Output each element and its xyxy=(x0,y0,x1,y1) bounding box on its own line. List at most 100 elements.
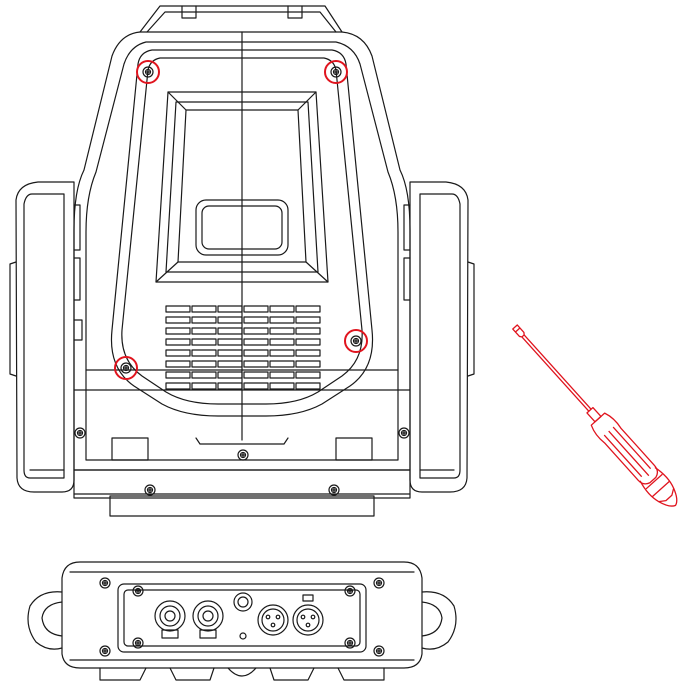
highlight-ring-top-left xyxy=(136,60,160,84)
ethernet-connector xyxy=(233,592,253,640)
vent-slot xyxy=(243,327,269,335)
screw-cross xyxy=(376,580,382,586)
highlight-ring-bottom-right xyxy=(344,329,368,353)
vent-slot xyxy=(217,349,243,357)
screw-cross xyxy=(135,640,141,646)
screw-top-left xyxy=(142,66,154,78)
vent-slot xyxy=(165,327,191,335)
vent-slot xyxy=(269,349,295,357)
vent-slot xyxy=(165,338,191,346)
vent-slot xyxy=(295,382,321,390)
highlight-ring-top-right xyxy=(324,60,348,84)
vent-slot xyxy=(191,349,217,357)
screw-cross xyxy=(102,648,108,654)
center-panel xyxy=(155,91,329,283)
vent-slot xyxy=(243,360,269,368)
screw-cross xyxy=(353,338,359,344)
screw xyxy=(398,427,410,439)
vent-slot xyxy=(165,371,191,379)
screw-bottom-left xyxy=(120,362,132,374)
vent-slot xyxy=(191,327,217,335)
screwdriver-icon xyxy=(512,324,678,507)
vent-grille xyxy=(165,305,321,390)
vent-slot xyxy=(269,382,295,390)
vent-slot xyxy=(165,349,191,357)
vent-slot xyxy=(165,305,191,313)
vent-slot xyxy=(243,349,269,357)
vent-slot xyxy=(191,382,217,390)
vent-slot xyxy=(269,316,295,324)
screw xyxy=(237,449,249,461)
vent-slot xyxy=(295,338,321,346)
vent-slot xyxy=(165,316,191,324)
screw-cross xyxy=(401,430,407,436)
vent-slot xyxy=(295,327,321,335)
right-yoke-arm xyxy=(403,181,475,493)
vent-slot xyxy=(243,338,269,346)
screw-cross xyxy=(77,430,83,436)
screw xyxy=(99,645,111,657)
screw-cross xyxy=(333,69,339,75)
screw xyxy=(132,637,144,649)
screw xyxy=(373,577,385,589)
vent-slot xyxy=(165,382,191,390)
vent-slot xyxy=(217,360,243,368)
vent-slot xyxy=(295,316,321,324)
screw-top-right xyxy=(330,66,342,78)
vent-slot xyxy=(191,338,217,346)
screw xyxy=(132,585,144,597)
screw-cross xyxy=(145,69,151,75)
screw-cross xyxy=(135,588,141,594)
vent-slot xyxy=(243,371,269,379)
vent-slot xyxy=(295,305,321,313)
vent-slot xyxy=(217,382,243,390)
vent-slot xyxy=(243,305,269,313)
screw-cross xyxy=(123,365,129,371)
power-out-connector xyxy=(192,600,224,639)
left-yoke-arm xyxy=(9,181,83,493)
vent-slot xyxy=(269,305,295,313)
vent-slot xyxy=(217,305,243,313)
screw xyxy=(344,585,356,597)
highlighted-screws xyxy=(114,60,368,380)
dmx-out-connector xyxy=(292,594,324,636)
vent-slot xyxy=(191,371,217,379)
vent-slot xyxy=(269,327,295,335)
vent-slot xyxy=(295,349,321,357)
screw xyxy=(74,427,86,439)
dmx-in-connector xyxy=(257,604,289,636)
screw xyxy=(328,484,340,496)
screw-cross xyxy=(331,487,337,493)
screw-bottom-right xyxy=(350,335,362,347)
screw-cross xyxy=(240,452,246,458)
vent-slot xyxy=(269,371,295,379)
power-in-connector xyxy=(154,600,186,639)
vent-slot xyxy=(243,382,269,390)
screw xyxy=(373,645,385,657)
screw-cross xyxy=(347,588,353,594)
vent-slot xyxy=(269,360,295,368)
screw-cross xyxy=(376,648,382,654)
hardware-screws xyxy=(74,66,410,657)
vent-slot xyxy=(217,338,243,346)
vent-slot xyxy=(295,360,321,368)
screw-cross xyxy=(347,640,353,646)
screw xyxy=(144,484,156,496)
screw xyxy=(99,577,111,589)
vent-slot xyxy=(191,360,217,368)
screw-cross xyxy=(102,580,108,586)
vent-slot xyxy=(191,316,217,324)
vent-slot xyxy=(217,316,243,324)
vent-slot xyxy=(165,360,191,368)
highlight-ring-bottom-left xyxy=(114,356,138,380)
base-unit xyxy=(27,561,457,681)
vent-slot xyxy=(217,371,243,379)
vent-slot xyxy=(191,305,217,313)
vent-slot xyxy=(243,316,269,324)
connector-panel xyxy=(154,592,324,640)
top-handle xyxy=(139,5,343,33)
vent-slot xyxy=(269,338,295,346)
vent-slot xyxy=(295,371,321,379)
screw xyxy=(344,637,356,649)
